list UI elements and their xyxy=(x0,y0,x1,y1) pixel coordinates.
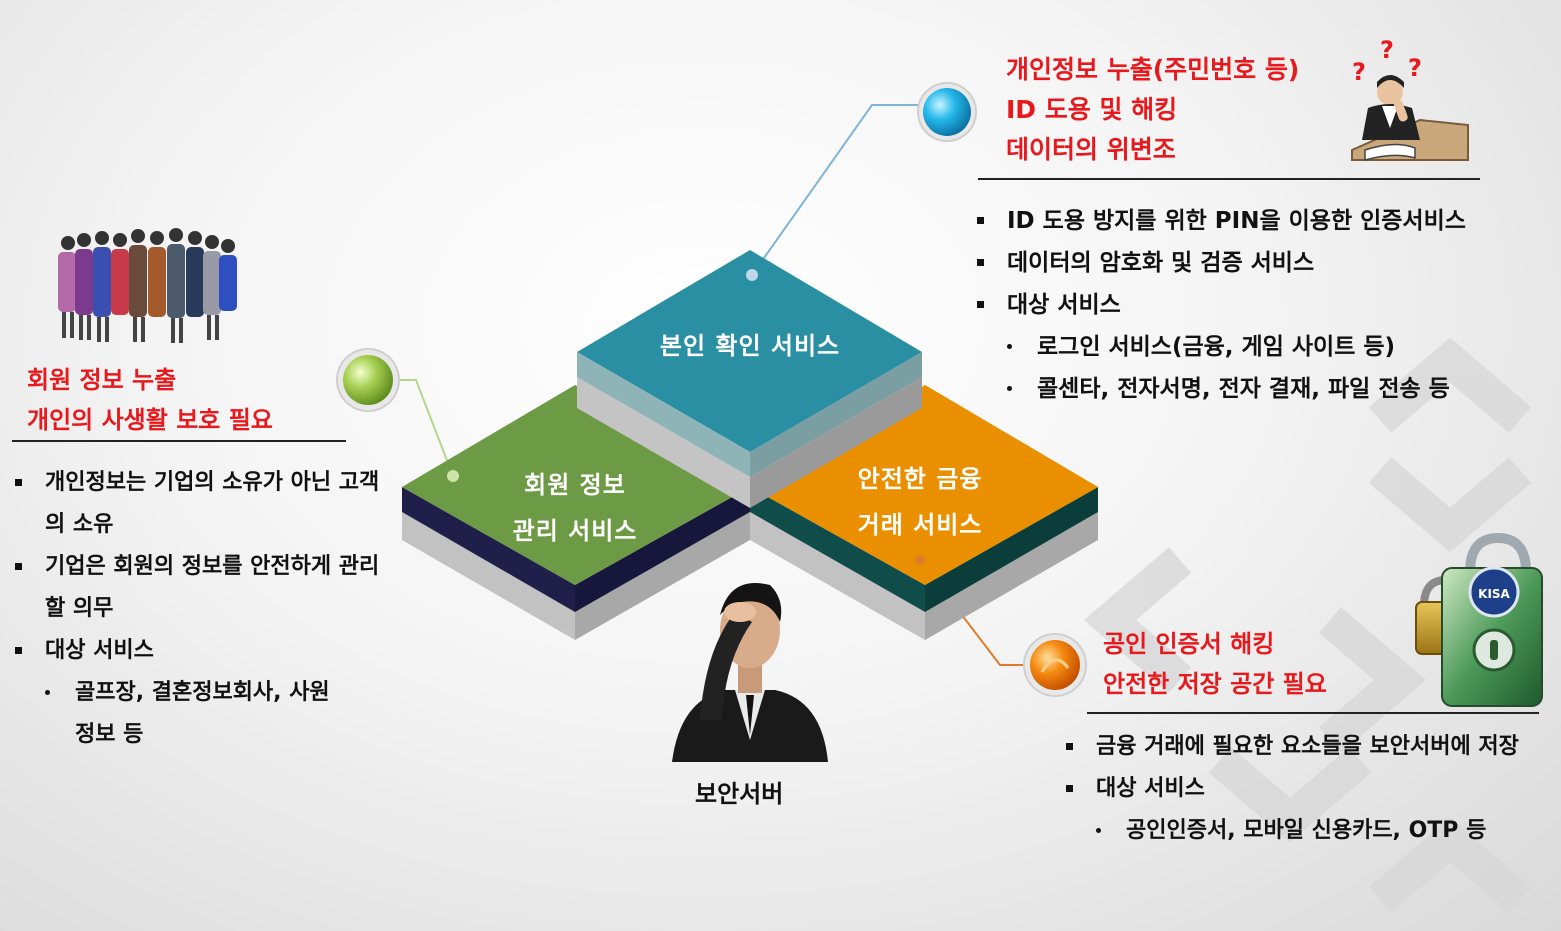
group-of-people-icon xyxy=(58,228,237,343)
connector-dot xyxy=(915,555,925,565)
finance-risk-line2: 안전한 저장 공간 필요 xyxy=(1103,670,1327,698)
green-safe-icon: KISA xyxy=(1441,532,1543,707)
list-item: ID 도용 방지를 위한 PIN을 이용한 인증서비스 xyxy=(977,200,1466,242)
finance-risk-title: 공인 인증서 해킹 안전한 저장 공간 필요 xyxy=(1103,624,1327,704)
server-caption: 보안서버 xyxy=(695,780,784,808)
bubble-blue-icon xyxy=(917,82,977,142)
identity-risk-title: 개인정보 누출(주민번호 등) ID 도용 및 해킹 데이터의 위변조 xyxy=(1006,50,1299,170)
member-service-list: 개인정보는 기업의 소유가 아닌 고객의 소유 기업은 회원의 정보를 안전하게… xyxy=(15,462,385,756)
finance-divider xyxy=(1087,712,1539,714)
identity-service-list: ID 도용 방지를 위한 PIN을 이용한 인증서비스 데이터의 암호화 및 검… xyxy=(977,200,1466,410)
member-risk-line1: 회원 정보 누출 xyxy=(27,366,177,394)
tile-member-info-line1: 회원 정보 xyxy=(524,471,626,499)
connector-dot xyxy=(447,470,459,482)
list-item: 대상 서비스 xyxy=(977,284,1466,326)
background-chevrons xyxy=(1083,337,1532,913)
member-risk-title: 회원 정보 누출 개인의 사생활 보호 필요 xyxy=(27,360,273,440)
list-item: 데이터의 암호화 및 검증 서비스 xyxy=(977,242,1466,284)
tile-identity-label: 본인 확인 서비스 xyxy=(659,332,841,360)
finance-risk-line1: 공인 인증서 해킹 xyxy=(1103,630,1275,658)
member-divider xyxy=(12,440,346,442)
tile-member-info-line2: 관리 서비스 xyxy=(512,517,638,545)
list-item: 기업은 회원의 정보를 안전하게 관리할 의무 xyxy=(15,546,385,630)
tile-finance-line2: 거래 서비스 xyxy=(857,511,983,539)
identity-divider xyxy=(978,178,1480,180)
tile-finance-line1: 안전한 금융 xyxy=(857,465,983,493)
tile-member-info[interactable] xyxy=(402,385,750,640)
kisa-label: KISA xyxy=(1478,587,1510,601)
question-mark: ? xyxy=(1380,36,1394,64)
list-item: 대상 서비스 xyxy=(15,630,385,672)
question-mark: ? xyxy=(1408,54,1422,82)
worried-businessman-icon xyxy=(672,583,828,762)
bubble-orange-icon xyxy=(1023,633,1087,697)
list-item: 개인정보는 기업의 소유가 아닌 고객의 소유 xyxy=(15,462,385,546)
tile-member-info-label: 회원 정보 관리 서비스 xyxy=(460,462,690,554)
thinking-man-icon xyxy=(1351,75,1469,161)
tile-finance-label: 안전한 금융 거래 서비스 xyxy=(805,456,1035,548)
identity-risk-line1: 개인정보 누출(주민번호 등) xyxy=(1006,55,1300,84)
question-mark: ? xyxy=(1352,58,1366,86)
list-item: 공인인증서, 모바일 신용카드, OTP 등 xyxy=(1096,810,1536,852)
finance-service-list: 금융 거래에 필요한 요소들을 보안서버에 저장 대상 서비스 공인인증서, 모… xyxy=(1066,726,1536,852)
list-item: 콜센타, 전자서명, 전자 결재, 파일 전송 등 xyxy=(1007,368,1466,410)
list-item: 골프장, 결혼정보회사, 사원 정보 등 xyxy=(45,672,355,756)
list-item: 로그인 서비스(금융, 게임 사이트 등) xyxy=(1007,326,1466,368)
list-item: 대상 서비스 xyxy=(1066,768,1536,810)
identity-risk-line2: ID 도용 및 해킹 xyxy=(1006,95,1178,124)
question-marks: ? ? ? xyxy=(1352,36,1422,86)
identity-risk-line3: 데이터의 위변조 xyxy=(1006,135,1176,164)
connector-dot xyxy=(746,269,758,281)
tile-identity[interactable] xyxy=(577,250,922,508)
member-risk-line2: 개인의 사생활 보호 필요 xyxy=(27,406,273,434)
bubble-green-icon xyxy=(336,348,400,412)
tile-finance[interactable] xyxy=(750,385,1098,640)
list-item: 금융 거래에 필요한 요소들을 보안서버에 저장 xyxy=(1066,726,1536,768)
kisa-seal-icon xyxy=(1468,566,1520,618)
